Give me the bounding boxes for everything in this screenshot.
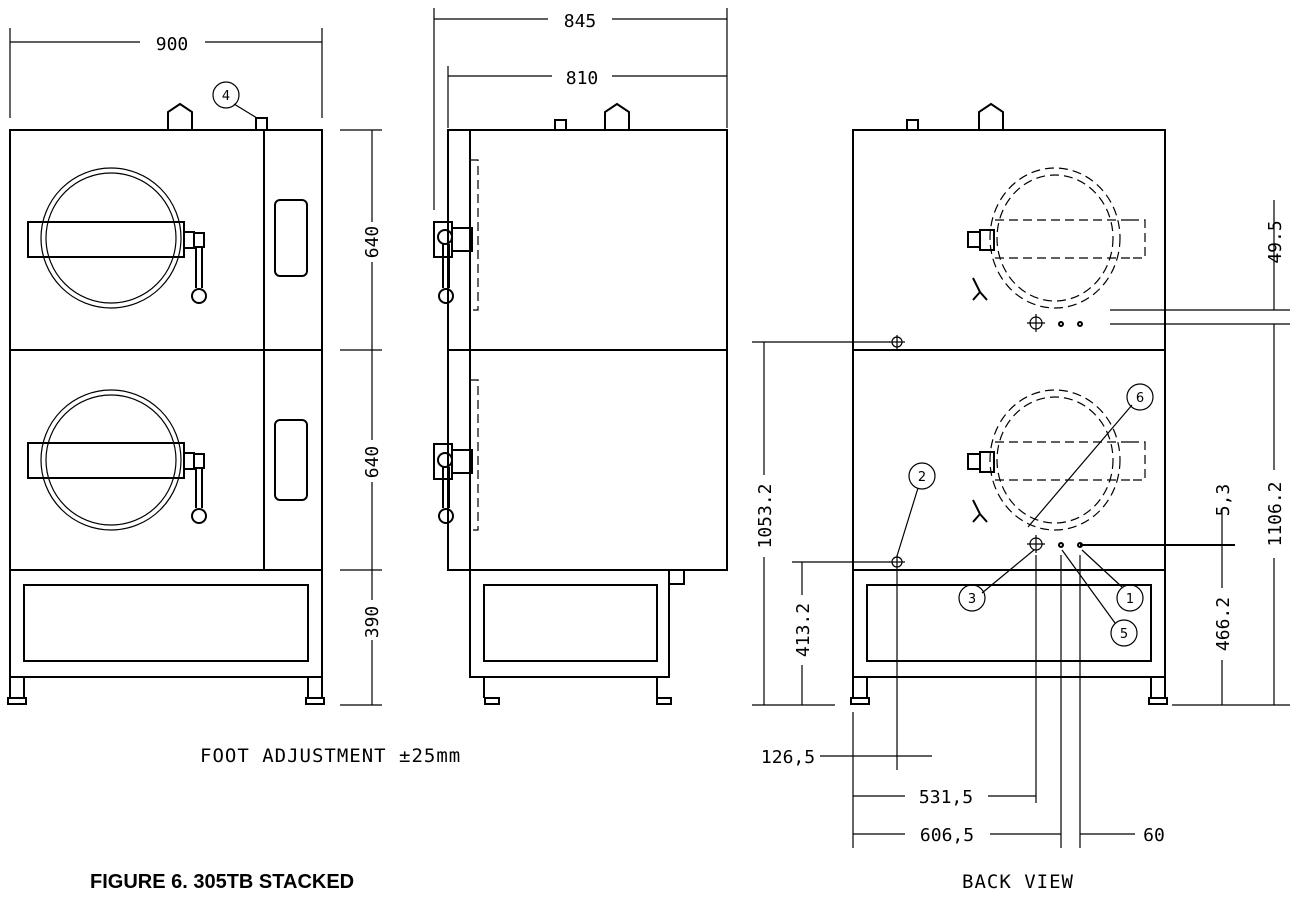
dim-offset-b: 531,5: [919, 787, 973, 808]
callout-2-circle: [908, 462, 936, 490]
callout-4: 4: [222, 89, 230, 104]
callout-5: 5: [1120, 627, 1128, 642]
callout-3: 3: [968, 592, 976, 607]
dim-side-body: 810: [566, 68, 599, 89]
front-view: 900 4: [7, 28, 383, 706]
figure-caption: FIGURE 6. 305TB STACKED: [90, 871, 354, 893]
dim-stand-height: 390: [362, 606, 383, 639]
callout-5-circle: [1110, 619, 1138, 647]
dim-offset-d: 60: [1143, 825, 1165, 846]
callout-6: 6: [1136, 391, 1144, 406]
callout-1-circle: [1116, 584, 1144, 612]
callout-4-circle: [212, 81, 240, 109]
dim-side-overall: 845: [564, 11, 597, 32]
dim-offset-a: 126,5: [761, 747, 815, 768]
dim-back-low-height: 413.2: [793, 603, 814, 657]
callout-3-circle: [958, 584, 986, 612]
dim-back-small-offset: 5,3: [1213, 484, 1234, 517]
dim-back-port-height: 466.2: [1213, 597, 1234, 651]
dim-back-total-height: 1106.2: [1265, 481, 1286, 546]
dim-upper-height: 640: [362, 226, 383, 259]
callout-2: 2: [918, 470, 926, 485]
foot-adjustment-note: FOOT ADJUSTMENT ±25mm: [200, 745, 461, 767]
callout-1: 1: [1126, 592, 1134, 607]
back-view-label: BACK VIEW: [962, 871, 1074, 893]
side-view: 845 810: [433, 8, 728, 705]
dim-back-mid-height: 1053.2: [755, 483, 776, 548]
dim-back-top-offset: 49.5: [1265, 220, 1286, 263]
dim-front-width: 900: [156, 34, 189, 55]
callout-6-circle: [1126, 383, 1154, 411]
dim-lower-height: 640: [362, 446, 383, 479]
dim-offset-c: 606,5: [920, 825, 974, 846]
back-view: 6 2 3 1 5 49.5 1106.2 5,3 466.2 1053.2: [752, 102, 1290, 848]
